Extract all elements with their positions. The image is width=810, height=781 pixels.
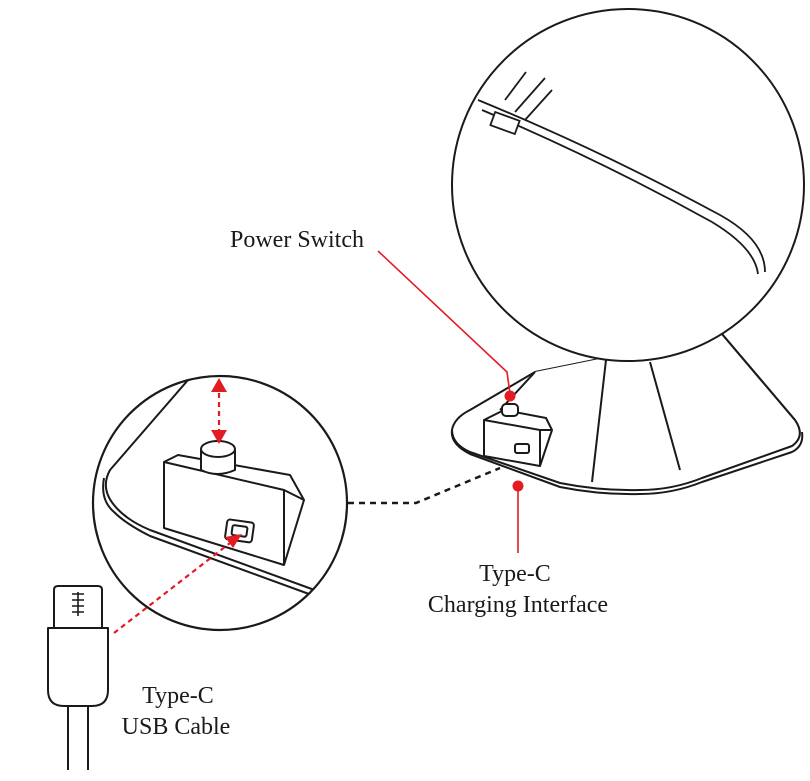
cable-label-line2: USB Cable [122,714,231,740]
power-switch-label: Power Switch [230,227,364,253]
sphere-lamp [451,8,805,362]
charging-interface-callout: Type-C Charging Interface [428,480,608,618]
charging-label-line1: Type-C [479,561,551,587]
power-switch-dot [504,390,516,402]
zoom-connector [348,466,501,505]
power-switch-knob [501,403,519,417]
cable-label-line1: Type-C [142,683,214,709]
cable-insert-arrow [113,534,242,634]
usb-cable-callout: Type-C USB Cable [122,683,231,740]
magnifier-circle [91,374,349,634]
usb-c-cable-plug [47,585,109,770]
power-switch-callout: Power Switch [230,227,516,402]
knob-press-arrow [211,378,227,444]
charging-label-line2: Charging Interface [428,592,608,618]
charging-interface-dot [512,480,524,492]
base-port-block [483,403,553,467]
